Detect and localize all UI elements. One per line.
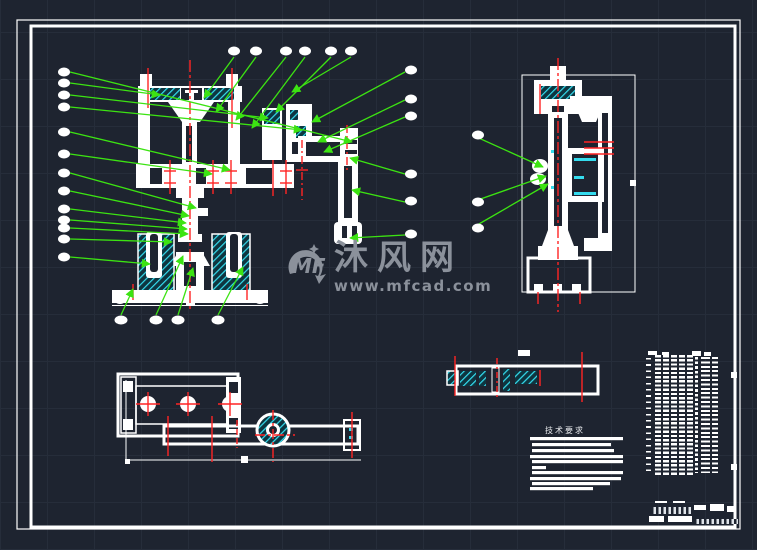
parts-list-cap (692, 351, 701, 356)
title-block-cell (649, 516, 664, 522)
title-block-cell (727, 506, 735, 512)
title-block-cell (694, 505, 706, 510)
organization-cell (694, 519, 738, 524)
leader-lines (69, 56, 549, 316)
watermark: MF 沐风网 www.mfcad.com (284, 240, 492, 294)
parts-list-cap (704, 352, 711, 356)
watermark-brand: 沐风网 (334, 238, 463, 278)
parts-list-table (645, 351, 719, 476)
drawing-title-cell (651, 507, 691, 514)
mfcad-logo-icon: MF (288, 244, 326, 284)
tech-requirements-title: 技术要求 (545, 426, 585, 435)
section-view (446, 350, 600, 402)
plan-view (116, 372, 361, 462)
parts-list-row-numbers (646, 358, 651, 472)
title-block-dash (673, 501, 685, 503)
side-view (526, 58, 614, 312)
title-block (648, 500, 740, 527)
parts-list-cap (648, 351, 657, 355)
parts-list-cap (662, 352, 669, 355)
title-block-cell (710, 504, 724, 511)
title-block-cell (668, 516, 692, 522)
parts-list-names-column (655, 355, 693, 475)
sheet-border (16, 19, 741, 530)
parts-list-qty-column (701, 357, 718, 473)
front-view (112, 60, 362, 312)
watermark-url: www.mfcad.com (334, 277, 493, 295)
title-block-dash (655, 501, 667, 503)
parts-list-divider (695, 357, 698, 473)
svg-text:MF: MF (292, 254, 326, 278)
tech-notes-bars (530, 437, 623, 491)
callout-balloons (58, 46, 484, 325)
